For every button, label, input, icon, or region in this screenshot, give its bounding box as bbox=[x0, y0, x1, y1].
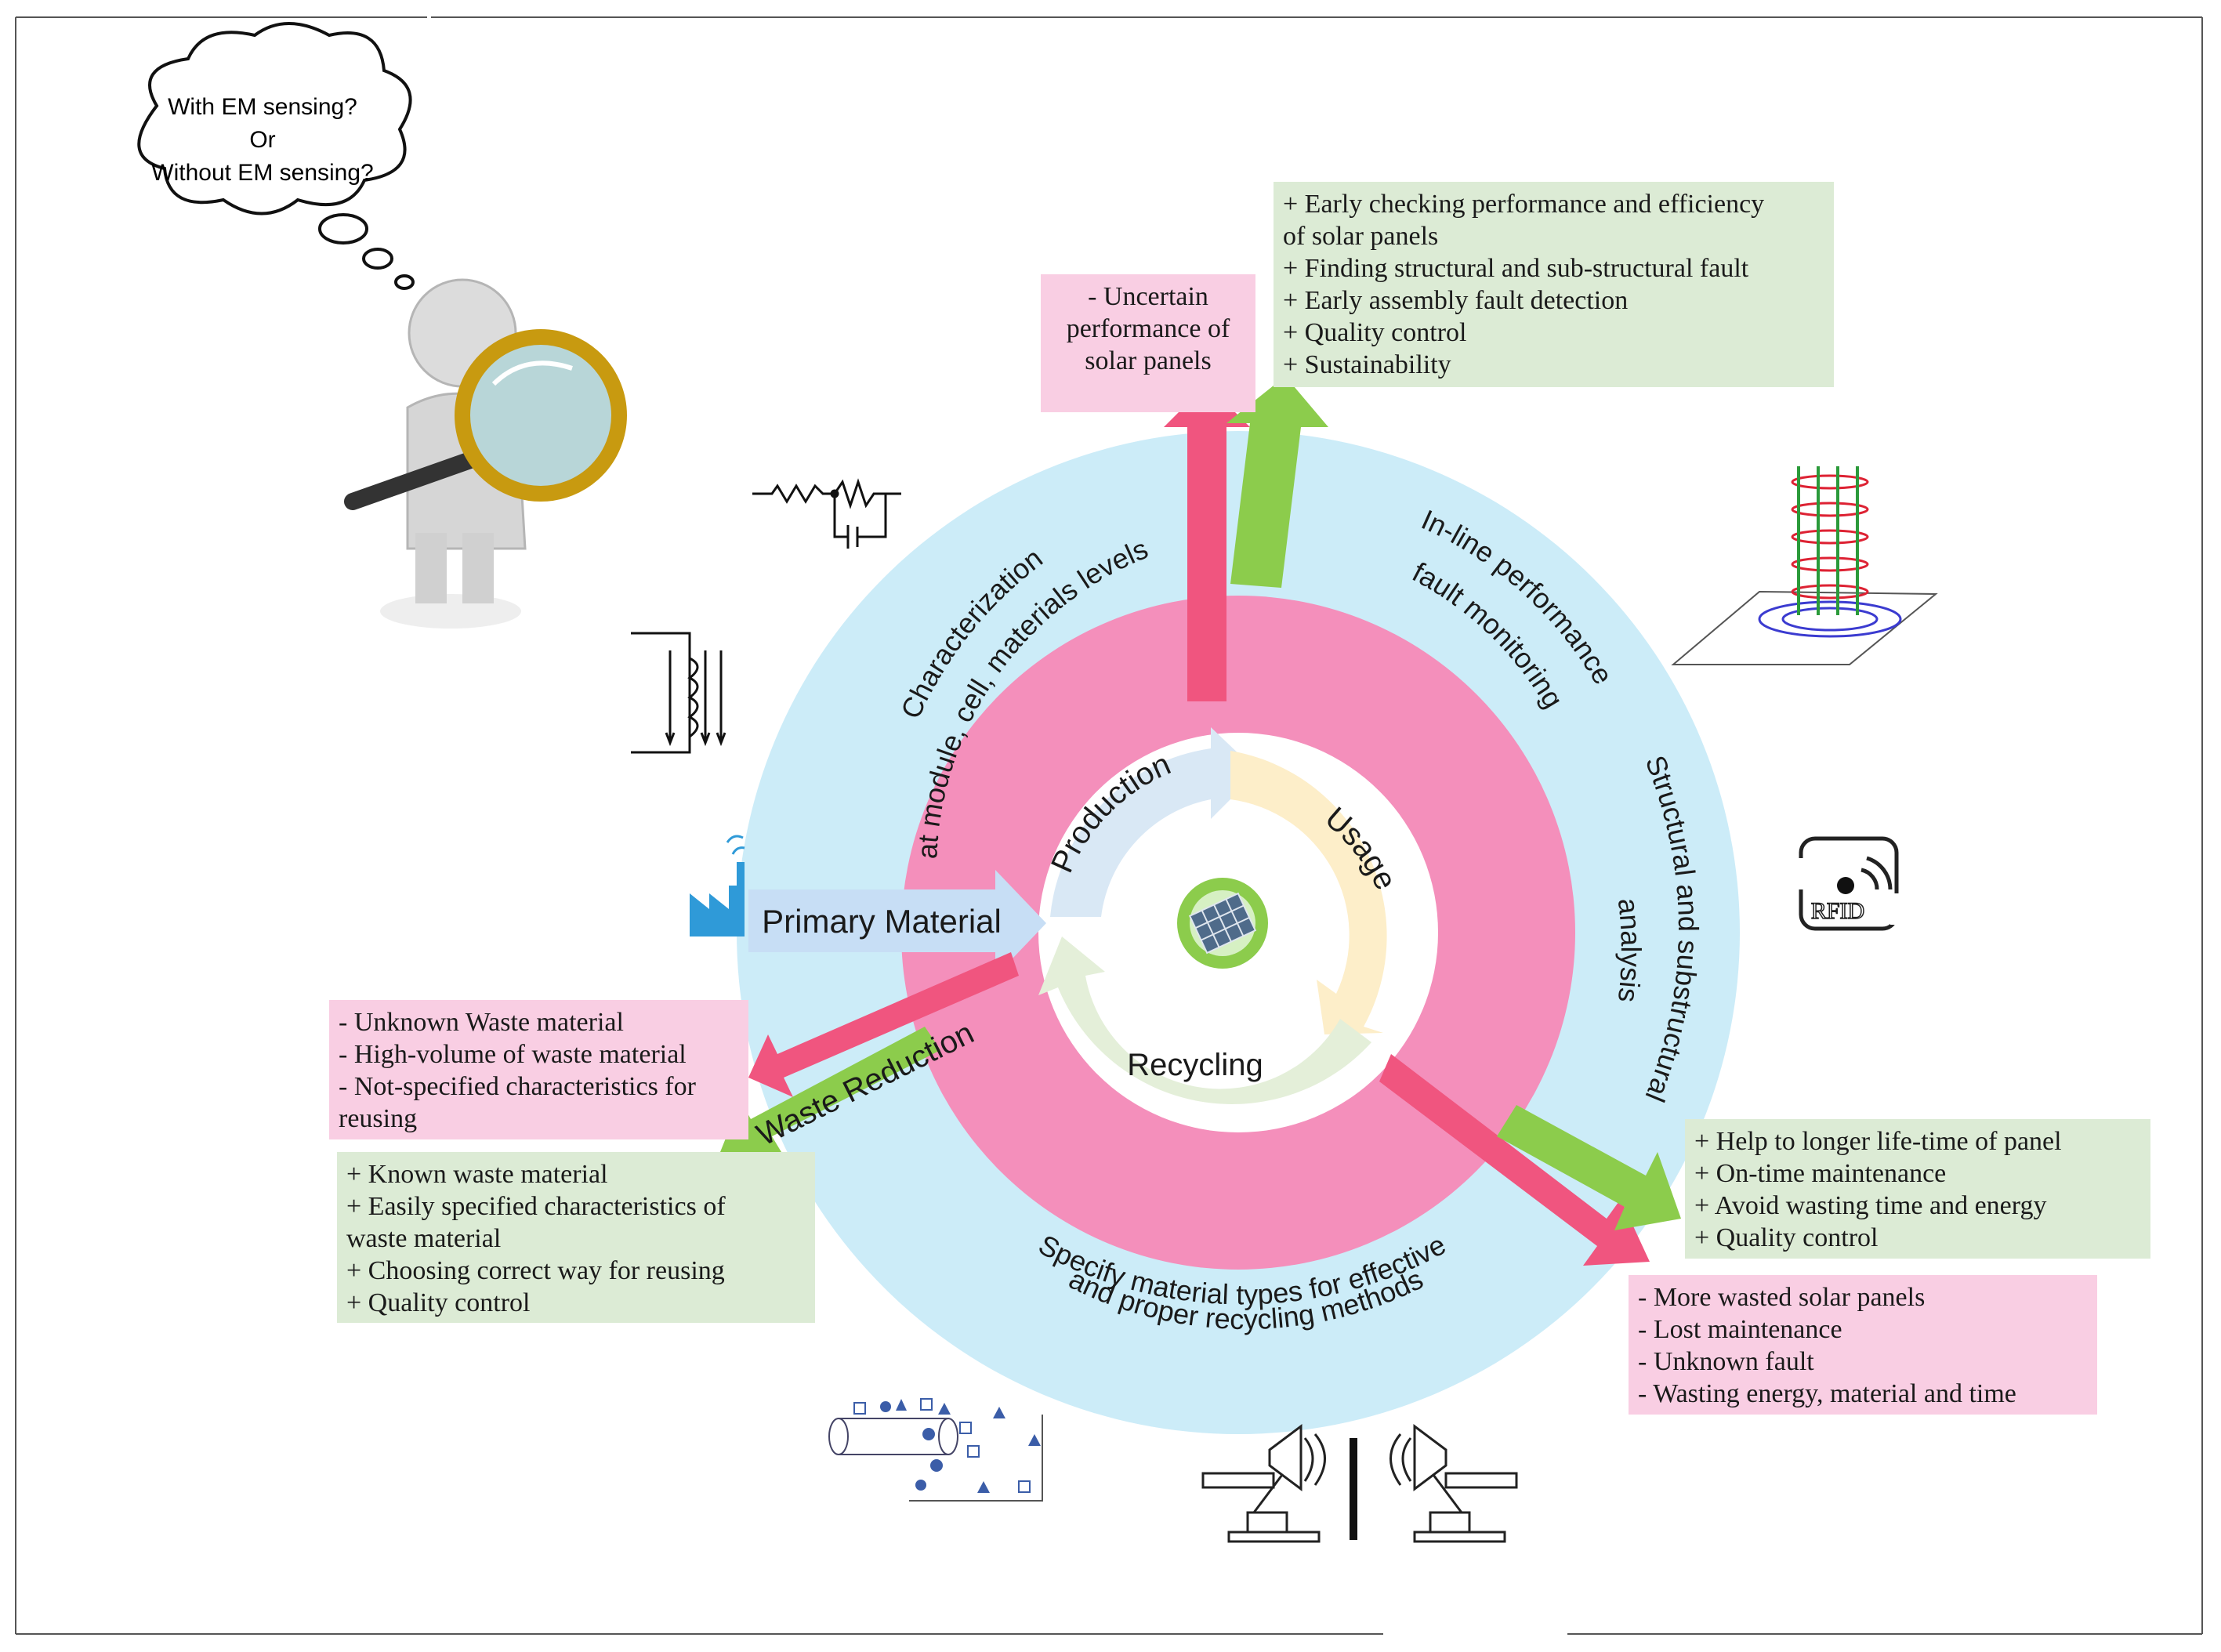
rfid-label: RFID bbox=[1811, 898, 1864, 924]
usage-cons-line: - Wasting energy, material and time bbox=[1638, 1379, 2016, 1408]
magnifier-figure-icon bbox=[344, 278, 627, 629]
primary-material-arrow bbox=[748, 870, 1046, 976]
recycling-cycle-arrow bbox=[1038, 936, 1371, 1104]
usage-cons-line: - Unknown fault bbox=[1638, 1347, 1814, 1376]
waste-cons-line: - Not-specified characteristics for bbox=[339, 1072, 696, 1101]
inductor-icon bbox=[631, 632, 726, 754]
usage-pros-line: + On-time maintenance bbox=[1694, 1159, 1947, 1188]
production-pros-line: + Early assembly fault detection bbox=[1283, 286, 1629, 315]
production-risk-arrow bbox=[1164, 384, 1250, 701]
usage-pros-line: + Quality control bbox=[1694, 1223, 1879, 1252]
waste-pros-line: + Choosing correct way for reusing bbox=[346, 1256, 725, 1285]
usage-pros-line: + Help to longer life-time of panel bbox=[1694, 1127, 2062, 1156]
production-pros-line: + Finding structural and sub-structural … bbox=[1283, 254, 1749, 283]
production-cons-line: - Uncertain bbox=[1088, 282, 1208, 311]
production-pros-box: + Early checking performance and efficie… bbox=[1274, 182, 1834, 387]
usage-cycle-arrow bbox=[1230, 751, 1387, 1034]
usage-cons-box: - More wasted solar panels - Lost mainte… bbox=[1629, 1275, 2097, 1415]
waste-cons-line: - Unknown Waste material bbox=[339, 1008, 624, 1037]
waste-pros-line: + Known waste material bbox=[346, 1160, 608, 1189]
usage-risk-arrow bbox=[1379, 1054, 1650, 1266]
primary-material-label: Primary Material bbox=[762, 903, 1002, 940]
waste-cons-box: - Unknown Waste material - High-volume o… bbox=[329, 1000, 748, 1139]
thought-bubble bbox=[137, 22, 415, 290]
production-pros-line: + Sustainability bbox=[1283, 350, 1451, 379]
thought-line3: Without EM sensing? bbox=[151, 160, 373, 186]
production-cycle-arrow bbox=[1050, 727, 1258, 917]
waste-cons-line: - High-volume of waste material bbox=[339, 1040, 687, 1069]
coil-sensor-icon bbox=[1671, 466, 1938, 665]
thought-line2: Or bbox=[249, 127, 275, 153]
resistor-circuit-icon bbox=[752, 478, 901, 549]
transducer-icon bbox=[1201, 1424, 1518, 1543]
recycle-solar-icon bbox=[1177, 878, 1268, 969]
production-pros-line: of solar panels bbox=[1283, 222, 1439, 251]
waste-pros-line: + Easily specified characteristics of bbox=[346, 1192, 726, 1221]
ring-structural-line2: analysis bbox=[1612, 897, 1647, 1004]
usage-pros-box: + Help to longer life-time of panel + On… bbox=[1685, 1119, 2150, 1259]
frame bbox=[15, 16, 2203, 1635]
factory-icon bbox=[690, 835, 745, 936]
production-cons-box: - Uncertain performance of solar panels bbox=[1041, 274, 1255, 412]
usage-cons-line: - Lost maintenance bbox=[1638, 1315, 1842, 1344]
production-cons-line: performance of bbox=[1066, 314, 1230, 343]
thought-line1: With EM sensing? bbox=[168, 94, 357, 120]
waste-reduction-arrow bbox=[717, 1027, 940, 1160]
waste-risk-arrow bbox=[748, 952, 1019, 1097]
production-benefit-arrow bbox=[1226, 376, 1328, 588]
cycle-recycling-label: Recycling bbox=[1127, 1048, 1263, 1082]
production-pros-line: + Quality control bbox=[1283, 318, 1467, 347]
waste-cons-line: reusing bbox=[339, 1104, 418, 1133]
usage-pros-line: + Avoid wasting time and energy bbox=[1694, 1191, 2047, 1220]
rfid-icon bbox=[1795, 836, 1900, 931]
waste-pros-box: + Known waste material + Easily specifie… bbox=[337, 1152, 815, 1323]
usage-benefit-arrow bbox=[1497, 1105, 1681, 1230]
particles-icon bbox=[828, 1398, 1043, 1502]
usage-cons-line: - More wasted solar panels bbox=[1638, 1283, 1926, 1312]
production-cons-line: solar panels bbox=[1085, 346, 1212, 375]
waste-pros-line: + Quality control bbox=[346, 1288, 531, 1317]
production-pros-line: + Early checking performance and efficie… bbox=[1283, 190, 1765, 219]
waste-pros-line: waste material bbox=[346, 1224, 502, 1253]
